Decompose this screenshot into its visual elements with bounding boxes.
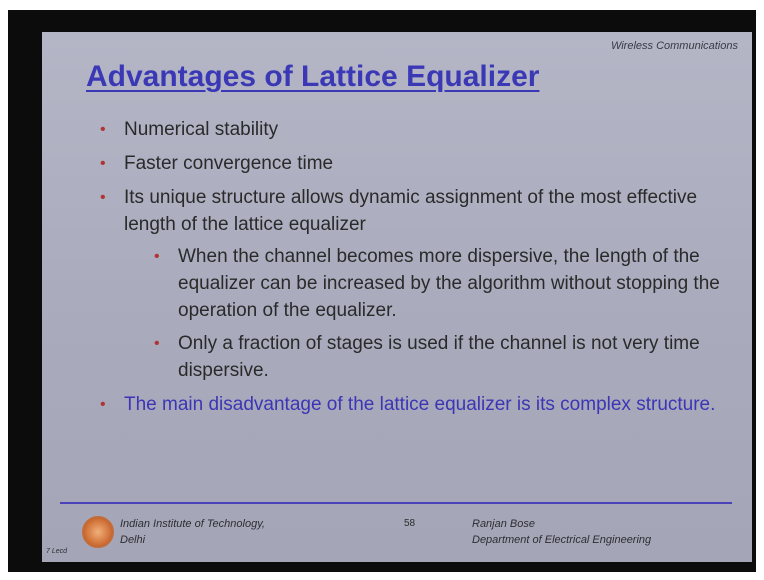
course-label: Wireless Communications bbox=[610, 40, 738, 52]
bullet-item: • Numerical stability bbox=[100, 116, 720, 143]
emphasis-bullet-item: • The main disadvantage of the lattice e… bbox=[100, 391, 720, 418]
footer-divider bbox=[60, 502, 732, 504]
bullet-item: • Its unique structure allows dynamic as… bbox=[100, 184, 720, 384]
footer-institute-name: Indian Institute of Technology, bbox=[120, 518, 265, 530]
institute-logo-icon bbox=[82, 516, 114, 548]
bullet-dot-icon: • bbox=[154, 248, 160, 265]
footer-author-name: Ranjan Bose bbox=[472, 518, 535, 530]
footer-author: Ranjan Bose Department of Electrical Eng… bbox=[472, 516, 651, 548]
bullet-list: • Numerical stability • Faster convergen… bbox=[100, 116, 720, 425]
bullet-dot-icon: • bbox=[100, 189, 106, 206]
bullet-text: Faster convergence time bbox=[124, 153, 334, 174]
bullet-dot-icon: • bbox=[100, 121, 106, 138]
emphasis-bullet-text: The main disadvantage of the lattice equ… bbox=[124, 394, 716, 415]
slide-title: Advantages of Lattice Equalizer bbox=[86, 60, 540, 93]
bullet-dot-icon: • bbox=[100, 396, 106, 413]
sub-bullet-item: • Only a fraction of stages is used if t… bbox=[154, 330, 720, 384]
page-number: 58 bbox=[404, 518, 416, 529]
bullet-dot-icon: • bbox=[100, 155, 106, 172]
logo-caption: 7 Lecd bbox=[46, 548, 68, 555]
bullet-item: • Faster convergence time bbox=[100, 150, 720, 177]
sub-bullet-text: When the channel becomes more dispersive… bbox=[178, 246, 720, 321]
bullet-text: Its unique structure allows dynamic assi… bbox=[124, 187, 698, 235]
footer-institute-city: Delhi bbox=[120, 534, 146, 546]
lecture-slide: Wireless Communications Advantages of La… bbox=[42, 32, 752, 562]
sub-bullet-text: Only a fraction of stages is used if the… bbox=[178, 333, 700, 381]
bullet-dot-icon: • bbox=[154, 335, 160, 352]
video-frame: Wireless Communications Advantages of La… bbox=[8, 10, 756, 572]
sub-bullet-item: • When the channel becomes more dispersi… bbox=[154, 243, 720, 324]
footer-institute: Indian Institute of Technology, Delhi bbox=[120, 516, 265, 548]
sub-bullet-list: • When the channel becomes more dispersi… bbox=[124, 243, 720, 384]
bullet-text: Numerical stability bbox=[124, 119, 279, 140]
footer-department: Department of Electrical Engineering bbox=[472, 534, 652, 546]
